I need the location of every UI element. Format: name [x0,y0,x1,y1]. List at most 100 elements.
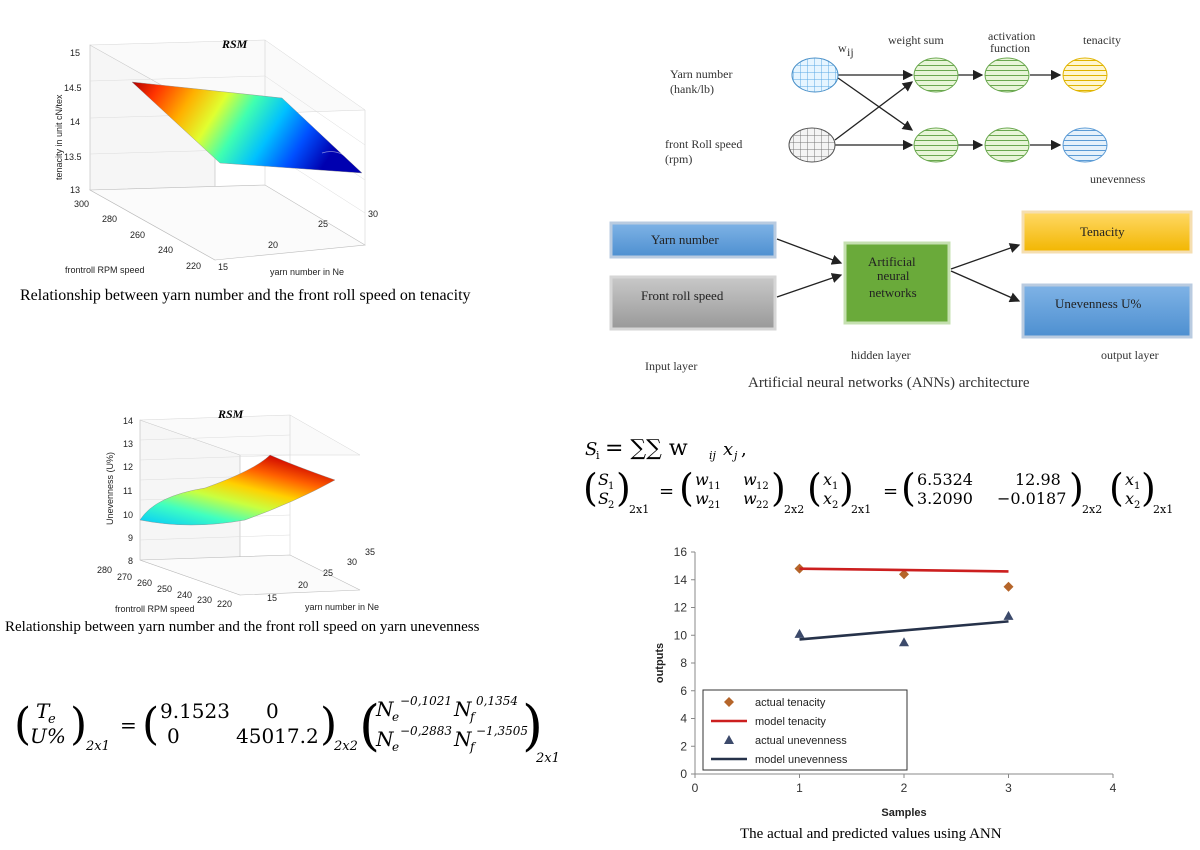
ne-label: N [375,727,395,751]
w22-sub: 22 [756,500,769,511]
data-point-triangle [899,637,909,647]
z-tick: 14.5 [64,83,82,93]
matrix-cell: 0 [167,724,180,748]
chart-background [640,540,1150,825]
dim-2x2: 2x2 [1082,503,1102,516]
z-axis-label: tenacity in unit cN/tex [54,94,64,180]
w12-sub: 12 [756,481,769,492]
tenacity-plot-title: RSM [221,37,248,51]
x2: x [1125,489,1134,508]
ann-chart-caption: The actual and predicted values using AN… [740,826,1002,842]
activation-label: activation [988,30,1035,43]
u-label: U% [30,724,66,748]
legend-label: actual tenacity [755,697,826,709]
x-tick: 30 [347,557,357,567]
exponent: 0,1354 [476,694,518,708]
ne-sub: e [392,710,399,724]
y-tick: 220 [217,599,232,609]
s1: S [598,470,609,489]
right-paren: ) [616,466,631,510]
series-line [799,567,1009,573]
left-paren: ( [142,699,159,750]
te-sub: e [48,712,56,727]
z-tick: 14 [70,117,80,127]
y-tick-label: 16 [674,545,688,559]
input-front-roll-unit: (rpm) [665,152,692,166]
x-tick-label: 1 [796,781,803,795]
equals: = [120,713,137,737]
ne-label: N [375,697,395,721]
neuron-network-diagram: Yarn number (hank/lb) front Roll speed (… [665,30,1146,186]
input-yarn-number-label: Yarn number [670,67,732,81]
x-tick: 25 [318,219,328,229]
y-tick-label: 0 [680,767,687,781]
ne-sub: e [392,740,399,754]
x-tick: 30 [368,209,378,219]
input-box-front-roll [609,275,777,331]
matrix-cell: 0 [266,699,279,723]
dim-2x1: 2x1 [851,503,871,516]
tenacity-surface-plot: RSM 15 14.5 14 13.5 13 tenacity in unit … [54,37,378,277]
x-tick-label: 0 [692,781,699,795]
hidden-layer-label: hidden layer [851,348,911,362]
y-tick: 270 [117,572,132,582]
z-tick: 8 [128,556,133,566]
w-sub: ij [709,449,717,462]
input-node-yarn [791,57,839,93]
dim-2x2: 2x2 [333,739,358,754]
output-box-tenacity-label: Tenacity [1080,224,1125,239]
s2: S [598,489,609,508]
tenacity-node-label: tenacity [1083,33,1121,47]
sum-node [913,127,959,163]
w21-sub: 21 [708,500,721,511]
weight-label: w [838,41,847,55]
x-axis-label: Samples [881,807,926,819]
tenacity-plot-caption: Relationship between yarn number and the… [20,287,471,304]
x1: x [1125,470,1134,489]
matrix-cell: 6.5324 [917,470,973,489]
output-node-tenacity [1062,57,1108,93]
left-paren: ( [679,466,694,510]
equals: = [883,481,898,502]
right-paren: ) [1069,466,1084,510]
weight-sub: ij [847,45,854,59]
weight-sum-equations: S i = ∑∑ w ij x j , ( S 1 S 2 ) 2x1 = ( … [583,436,1173,516]
dim-2x1: 2x1 [535,751,559,766]
activation-node [984,127,1030,163]
left-paren: ( [901,466,916,510]
legend-triangle-swatch [724,735,734,744]
input-box-yarn-number [609,221,777,259]
legend-label: model tenacity [755,716,826,728]
output-box-tenacity [1021,210,1193,254]
x-tick-label: 2 [901,781,908,795]
y-tick: 220 [186,261,201,271]
x-tick: 20 [298,580,308,590]
w11: w [695,470,709,489]
left-paren: ( [14,699,31,750]
w11-sub: 11 [708,481,721,492]
y-tick: 260 [137,578,152,588]
input-box-yarn-label: Yarn number [651,232,719,247]
x-symbol: x [723,439,733,460]
x1: x [823,470,832,489]
legend-label: model unevenness [755,754,848,766]
unevenness-plot-caption: Relationship between yarn number and the… [5,619,480,635]
y-axis-label: frontroll RPM speed [115,604,195,614]
hidden-box-line1: Artificial [868,254,916,269]
nf-label: N [453,697,473,721]
double-sum: = ∑∑ w [605,436,688,461]
nf-sub: f [469,710,477,724]
y-tick: 280 [102,214,117,224]
matrix-cell: −0.0187 [997,489,1066,508]
output-box-unevenness [1021,283,1193,339]
x-tick: 35 [365,547,375,557]
output-node-unevenness [1062,127,1108,163]
left-paren: ( [359,694,380,757]
w21: w [695,489,709,508]
z-tick: 14 [123,416,133,426]
right-paren: ) [70,699,87,750]
nf-sub: f [469,740,477,754]
weight-sum-label: weight sum [888,33,944,47]
